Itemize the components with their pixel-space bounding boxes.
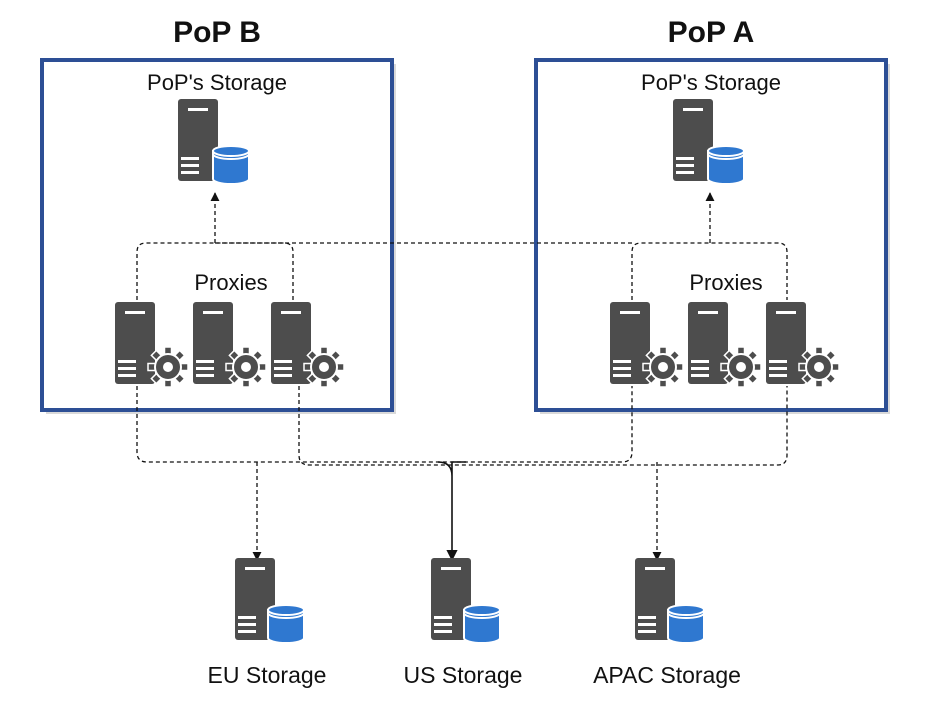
us-storage-server-database-icon: [431, 558, 501, 644]
connector-outer-loop: [136, 386, 633, 463]
apac-storage-server-database-icon: [635, 558, 705, 644]
pop-b-title: PoP B: [173, 16, 261, 49]
apac-storage-label: APAC Storage: [593, 662, 741, 688]
connector-popb-to-popb-storage: [136, 242, 294, 300]
eu-storage-label: EU Storage: [207, 662, 327, 688]
pop-b-storage-label: PoP's Storage: [147, 70, 287, 95]
connector-popa-to-popa-storage: [631, 242, 788, 300]
connector-inner-loop: [298, 386, 788, 466]
pop-a-title: PoP A: [667, 16, 755, 49]
pop-a-storage-label: PoP's Storage: [641, 70, 781, 95]
us-storage-label: US Storage: [403, 662, 523, 688]
connector-us-arrow: [437, 461, 466, 560]
connectors: [136, 192, 788, 561]
pop-a-proxies-label: Proxies: [689, 270, 763, 295]
pop-b-proxies-label: Proxies: [194, 270, 268, 295]
eu-storage-server-database-icon: [235, 558, 305, 644]
